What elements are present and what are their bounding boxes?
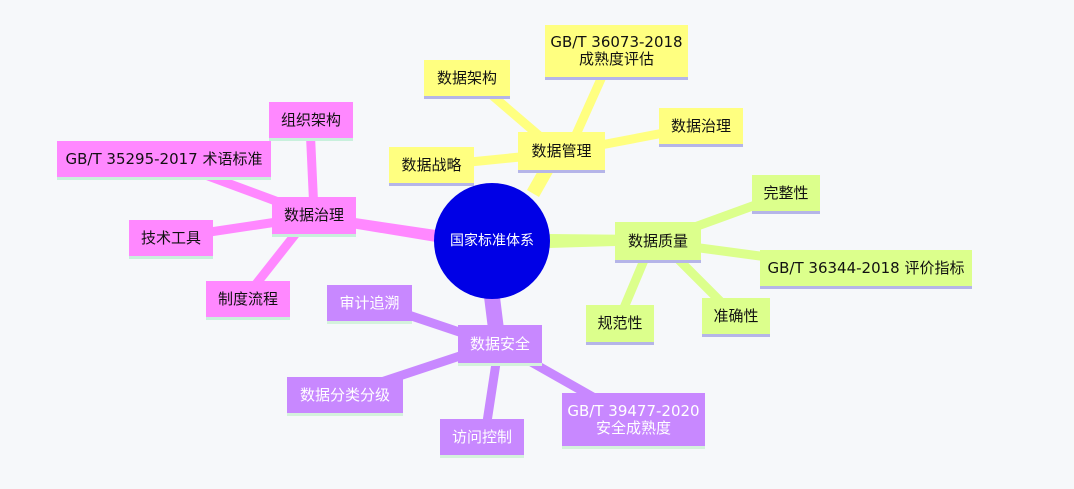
- node-maturity-assessment-title: 成熟度评估: [578, 50, 654, 68]
- node-audit-trace-label: 审计追溯: [339, 293, 400, 312]
- node-data-strategy-label: 数据战略: [401, 155, 462, 174]
- node-data-governance-sub-label: 数据治理: [670, 116, 731, 135]
- node-terminology-standard-label: GB/T 35295-2017 术语标准: [65, 149, 263, 168]
- node-evaluation-standard-label: GB/T 36344-2018 评价指标: [767, 258, 965, 277]
- node-org-structure-label: 组织架构: [280, 110, 341, 129]
- node-classification[interactable]: 数据分类分级: [287, 377, 403, 413]
- root-label: 国家标准体系: [450, 232, 534, 249]
- node-accuracy[interactable]: 准确性: [702, 298, 770, 334]
- node-normativity-label: 规范性: [597, 314, 643, 332]
- node-security-maturity-title: 安全成熟度: [595, 418, 671, 437]
- node-data-management[interactable]: 数据管理: [518, 132, 605, 170]
- node-data-quality-label: 数据质量: [627, 231, 688, 250]
- node-data-strategy[interactable]: 数据战略: [389, 147, 474, 183]
- node-completeness-label: 完整性: [763, 183, 809, 202]
- node-access-control-label: 访问控制: [451, 427, 512, 446]
- node-terminology-standard[interactable]: GB/T 35295-2017 术语标准: [57, 141, 271, 177]
- node-evaluation-standard[interactable]: GB/T 36344-2018 评价指标: [760, 250, 972, 286]
- node-maturity-assessment[interactable]: GB/T 36073-2018 成熟度评估: [545, 25, 688, 77]
- node-data-architecture-label: 数据架构: [436, 68, 497, 87]
- node-normativity[interactable]: 规范性: [586, 305, 654, 342]
- node-data-management-label: 数据管理: [531, 141, 592, 160]
- node-process-system[interactable]: 制度流程: [206, 281, 290, 317]
- node-process-system-label: 制度流程: [217, 289, 278, 308]
- node-security-maturity-code: GB/T 39477-2020: [567, 401, 700, 420]
- node-accuracy-label: 准确性: [713, 306, 759, 325]
- node-data-architecture[interactable]: 数据架构: [424, 60, 510, 96]
- node-classification-label: 数据分类分级: [299, 385, 390, 404]
- node-data-security-label: 数据安全: [469, 334, 530, 353]
- node-data-quality[interactable]: 数据质量: [615, 222, 701, 260]
- root-node[interactable]: 国家标准体系: [434, 183, 550, 299]
- node-data-governance-label: 数据治理: [283, 206, 344, 224]
- node-data-governance-sub[interactable]: 数据治理: [659, 108, 743, 144]
- node-audit-trace[interactable]: 审计追溯: [327, 285, 412, 321]
- node-maturity-assessment-code: GB/T 36073-2018: [550, 33, 683, 51]
- node-access-control[interactable]: 访问控制: [440, 419, 524, 455]
- node-security-maturity[interactable]: GB/T 39477-2020 安全成熟度: [562, 393, 705, 446]
- node-data-governance[interactable]: 数据治理: [272, 197, 356, 234]
- node-technical-tools-label: 技术工具: [140, 228, 201, 247]
- node-data-security[interactable]: 数据安全: [458, 325, 542, 363]
- node-technical-tools[interactable]: 技术工具: [129, 220, 213, 256]
- node-completeness[interactable]: 完整性: [752, 175, 820, 211]
- node-org-structure[interactable]: 组织架构: [269, 102, 353, 138]
